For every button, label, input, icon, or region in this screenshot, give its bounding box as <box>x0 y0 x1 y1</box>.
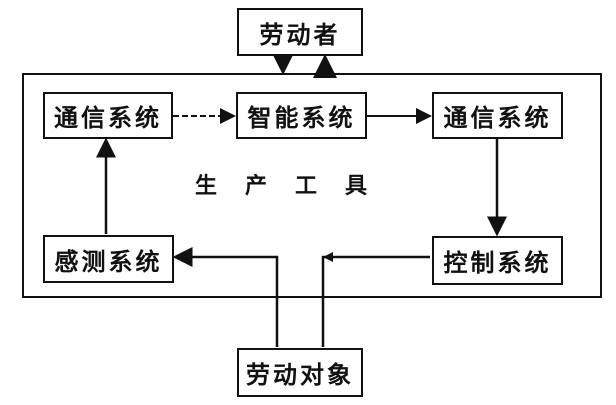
arrow-object-to-sensing <box>172 247 279 347</box>
comm-system-left-box: 通信系统 <box>43 92 173 139</box>
arrow-control-to-object <box>321 255 430 347</box>
comm-system-right-box: 通信系统 <box>432 92 563 139</box>
production-tools-label: 生产工具 <box>195 173 396 199</box>
worker-box: 劳动者 <box>237 8 363 56</box>
labor-object-box: 劳动对象 <box>237 348 363 397</box>
sensing-system-box: 感测系统 <box>43 235 174 283</box>
arrow-head-control <box>323 252 333 262</box>
intelligent-system-box: 智能系统 <box>236 92 367 139</box>
control-system-box: 控制系统 <box>432 236 563 285</box>
production-tools-frame <box>22 73 602 298</box>
